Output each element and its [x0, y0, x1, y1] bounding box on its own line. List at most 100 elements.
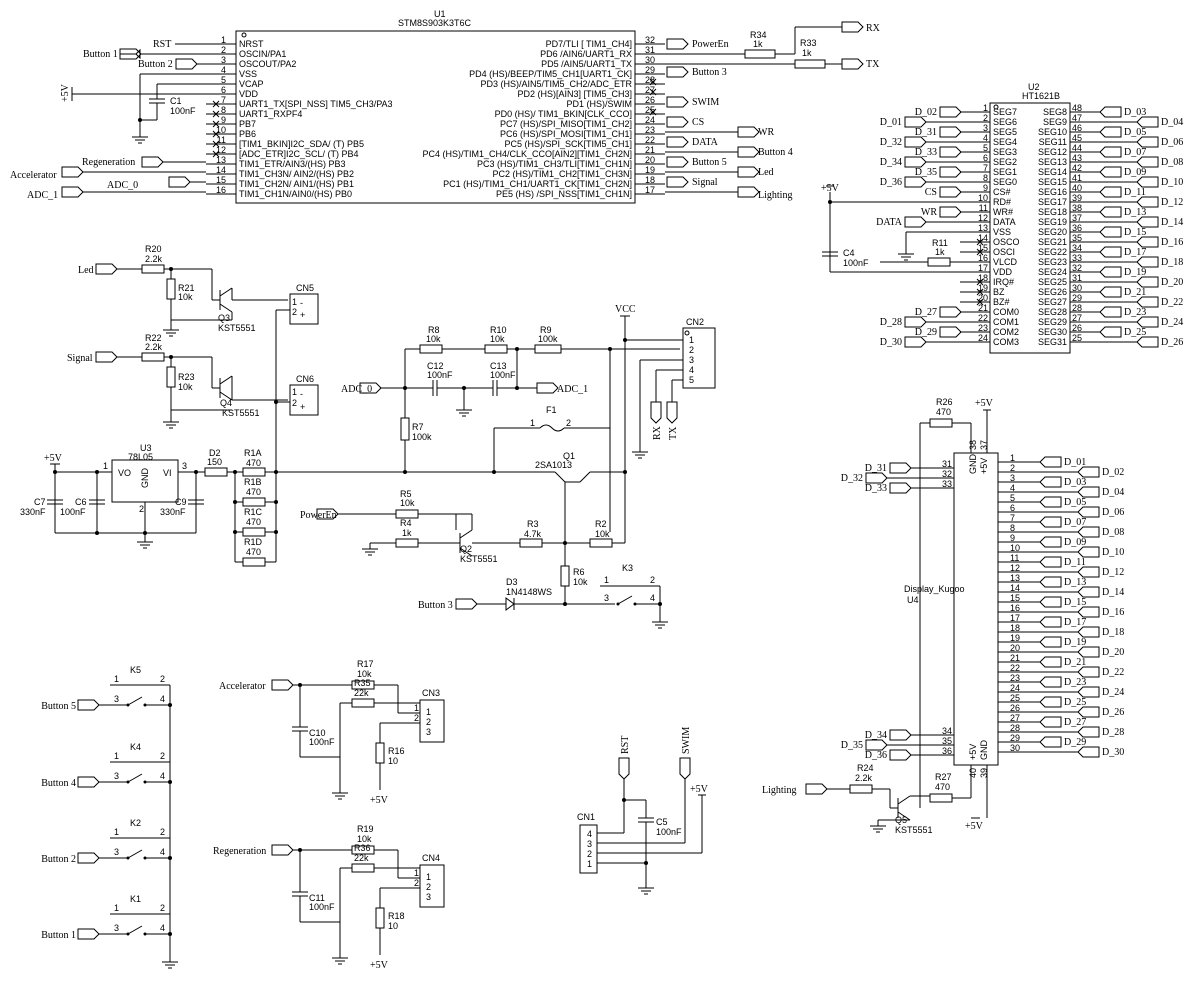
net-label-tx-cn2: TX [668, 426, 679, 440]
u4-pin-16-num: 16 [1010, 603, 1020, 613]
cn5-pin-2: 2 [292, 307, 297, 317]
r11-ref: R11 [932, 238, 948, 248]
u2-net-right-7: D_10 [1161, 177, 1183, 188]
u2-pin-10-num: 10 [978, 193, 988, 203]
net-label-rst-cn1: RST [620, 736, 631, 754]
u4-net-right-3: D_04 [1102, 487, 1124, 498]
u1-pin-32-num: 32 [645, 35, 655, 45]
u2-pin-19-name: BZ [993, 287, 1005, 297]
u4-pin-27-num: 27 [1010, 713, 1020, 723]
cn1-swim-header: RST SWIM C5 100nF +5V CN1 4 3 2 1 [577, 727, 709, 895]
u4-net-left-3: D_34 [865, 730, 887, 741]
u2-net-right-10: D_13 [1124, 207, 1146, 218]
u1-pin-14-num: 14 [216, 165, 226, 175]
u4-net-right-4: D_05 [1064, 497, 1086, 508]
u1-pin-32-name: PD7/TLI [ TIM1_CH4] [546, 39, 632, 49]
u1-pin-8-num: 8 [221, 105, 226, 115]
net-label-lighting-u1: Lighting [758, 190, 792, 201]
u4-display-connector: Display_Kugoo U4 GND +5V 38 37 +5V GND 4… [762, 397, 1124, 835]
u4-net-right-8: D_09 [1064, 537, 1086, 548]
cn6-pin-2: 2 [292, 398, 297, 408]
net-label-signal-u1: Signal [692, 177, 718, 188]
net-label-regeneration-cn4: Regeneration [213, 846, 266, 857]
u2-pin-14-name: OSCO [993, 237, 1020, 247]
net-label-signal-q4: Signal [67, 353, 93, 364]
u2-net-right-2: D_05 [1124, 127, 1146, 138]
r18-val: 10 [388, 921, 398, 931]
nc-marks-left [212, 100, 220, 158]
r5-val: 10k [400, 498, 415, 508]
u1-pin-24-num: 24 [645, 115, 655, 125]
cn4-pin-2-out: 2 [414, 878, 419, 888]
c13-ref: C13 [490, 361, 507, 371]
c5-ref: C5 [656, 817, 668, 827]
u4-pin-8-num: 8 [1010, 523, 1015, 533]
u2-net-right-11: D_14 [1161, 217, 1183, 228]
u1-pin-27-name: PD2 (HS)[AIN3] [TIM5_CH3] [517, 89, 632, 99]
u4-pin-6-num: 6 [1010, 503, 1015, 513]
u4-net-right-18: D_19 [1064, 637, 1086, 648]
u2-pin-48-num: 48 [1072, 103, 1082, 113]
d3-ref: D3 [506, 577, 518, 587]
k5-pin-3: 3 [114, 694, 119, 704]
u4-pin-7-num: 7 [1010, 513, 1015, 523]
net-label-tx-u1: TX [866, 59, 880, 70]
u1-pin-18-name: PC1 (HS)/TIM1_CH1/UART1_CK[TIM1_CH2N] [443, 179, 632, 189]
u2-pin-22-name: COM1 [993, 317, 1019, 327]
u1-pin-7-name: UART1_TX[SPI_NSS] TIM5_CH3/PA3 [239, 99, 393, 109]
net-label-adc0-analog: ADC_0 [341, 384, 372, 395]
cn5-plus: + [300, 310, 305, 320]
u2-net-right-0: D_03 [1124, 107, 1146, 118]
u2-pin-22-num: 22 [978, 313, 988, 323]
u1-pin-30-num: 30 [645, 55, 655, 65]
r23-val: 10k [178, 382, 193, 392]
u2-pin-5-name: SEG3 [993, 147, 1017, 157]
k4-ref: K4 [130, 742, 141, 752]
u2-pin-17-name: VDD [993, 267, 1013, 277]
cn3-body [419, 699, 445, 743]
k2-ref: K2 [130, 818, 141, 828]
u4-net-right-23: D_24 [1102, 687, 1124, 698]
r21-ref: R21 [178, 283, 195, 293]
c9-val: 330nF [160, 507, 186, 517]
q3-ref: Q3 [218, 313, 230, 323]
u2-net-right-9: D_12 [1161, 197, 1183, 208]
u2-pin-28-name: SEG28 [1038, 307, 1067, 317]
u2-pin-8-num: 8 [983, 173, 988, 183]
net-label-led-q3: Led [78, 265, 94, 276]
cn2-pin-5: 5 [689, 375, 694, 385]
net-label-adc1-analog: ADC_1 [557, 384, 588, 395]
u4-ref: U4 [907, 595, 919, 605]
u4-pin-21-num: 21 [1010, 653, 1020, 663]
u2-pin-35-num: 35 [1072, 233, 1082, 243]
u1-pin-8-name: UART1_RXPF4 [239, 109, 302, 119]
u2-pin-9-name: CS# [993, 187, 1011, 197]
u1-pin-21-name: PC4 (HS)/TIM1_CH4/CLK_CCO[AIN2][TIM1_CH2… [422, 149, 632, 159]
u2-pin-21-num: 21 [978, 303, 988, 313]
u4-pin-35-num: 35 [942, 736, 952, 746]
r10-val: 10k [490, 334, 505, 344]
u1-pin-1-num: 1 [221, 35, 226, 45]
c11-val: 100nF [309, 902, 335, 912]
k2-pin-4: 4 [160, 847, 165, 857]
r26-ref: R26 [936, 397, 953, 407]
u1-pin-3-num: 3 [221, 55, 226, 65]
u4-net-right-20: D_21 [1064, 657, 1086, 668]
f1-ref: F1 [546, 405, 557, 415]
k3-pin-4: 4 [650, 593, 655, 603]
u2-pin-17-num: 17 [978, 263, 988, 273]
cn4-pin-3: 3 [426, 892, 431, 902]
u1-pin-3-name: OSCOUT/PA2 [239, 59, 296, 69]
u4-net-left-4: D_35 [841, 740, 863, 751]
c12-ref: C12 [427, 361, 444, 371]
u1-pin-1-name: NRST [239, 39, 264, 49]
u2-net-left-22: D_29 [915, 327, 937, 338]
u2-pin-11-num: 11 [979, 203, 988, 213]
r9-ref: R9 [540, 325, 552, 335]
r9-val: 100k [538, 334, 558, 344]
u2-pin-2-num: 2 [983, 113, 988, 123]
p5v-label-cn4: +5V [370, 960, 389, 971]
u4-pin-33-num: 33 [942, 479, 952, 489]
u2-pin-29-name: SEG27 [1038, 297, 1067, 307]
u4-net-right-5: D_06 [1102, 507, 1124, 518]
